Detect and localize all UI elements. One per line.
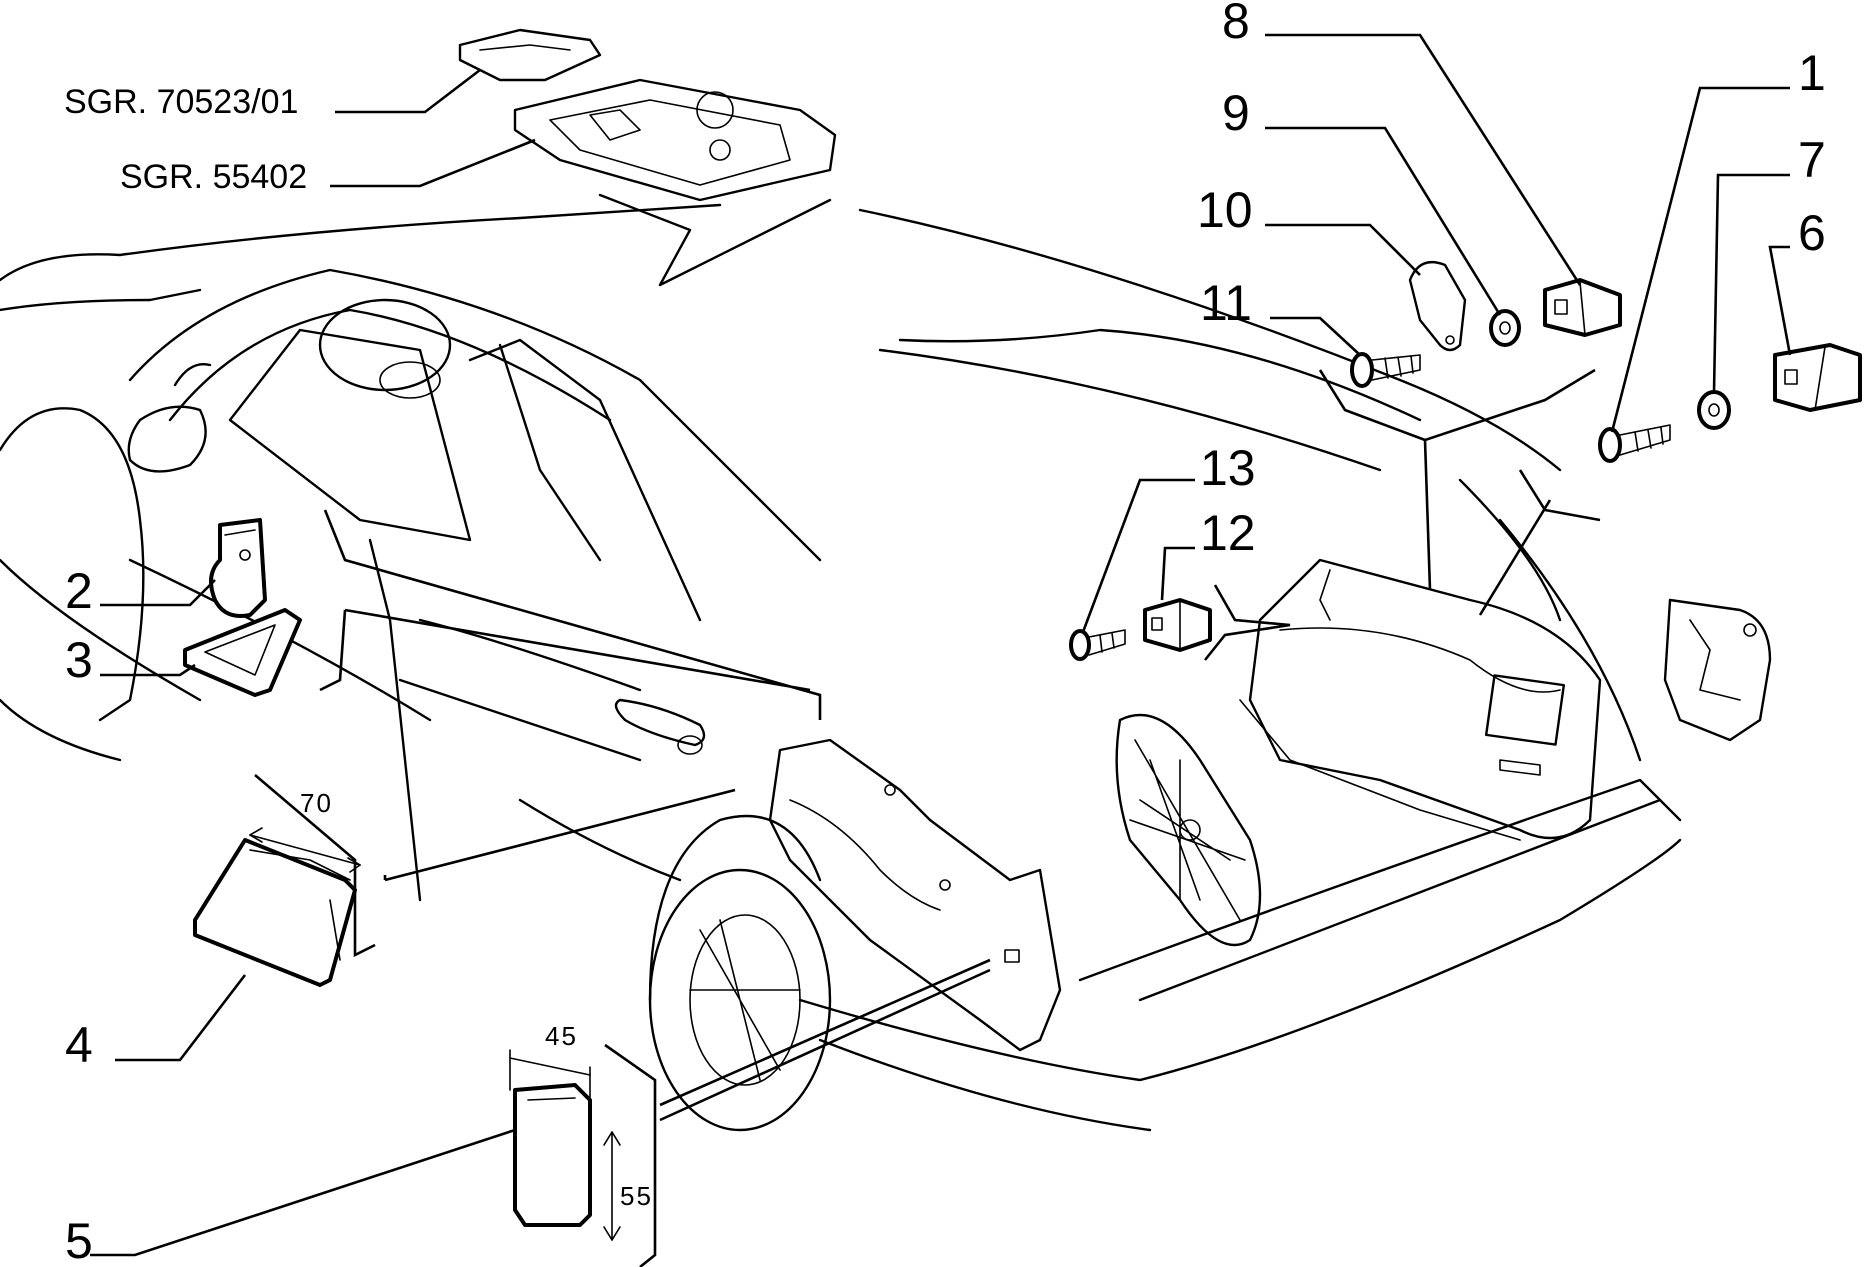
part-2-bracket (209, 518, 267, 618)
dimension-45-label: 45 (545, 1021, 578, 1051)
callout-13: 13 (1200, 440, 1256, 496)
part-11-screw (1350, 352, 1421, 388)
part-7-washer (1697, 390, 1731, 430)
trim-bracket (1663, 598, 1772, 742)
callout-8: 8 (1222, 0, 1250, 49)
dimension-45: 45 (509, 1021, 591, 1101)
callout-7: 7 (1798, 132, 1826, 188)
part-9-washer (1489, 309, 1521, 347)
part-12-clip (1143, 598, 1212, 652)
part-10-hook (1408, 260, 1467, 352)
callout-10: 10 (1197, 182, 1253, 238)
ref-lower-group: SGR. 55402 (120, 158, 307, 196)
spare-wheel-panel (1115, 713, 1262, 947)
interior-lamp-lens (458, 28, 602, 82)
callout-1: 1 (1798, 45, 1826, 101)
callout-6: 6 (1798, 205, 1826, 261)
callout-12: 12 (1200, 505, 1256, 561)
part-13-screw (1069, 629, 1126, 661)
callout-5: 5 (65, 1213, 93, 1267)
lamp-pointer (598, 193, 832, 287)
part-4-access-cover (193, 838, 357, 987)
dimension-55: 55 (603, 1131, 653, 1241)
boot-side-trim-panel (1239, 558, 1602, 841)
dimension-70: 70 (249, 788, 361, 873)
part-5-access-cover (513, 1083, 592, 1227)
callout-3: 3 (65, 632, 93, 688)
part-8-clip (1543, 278, 1622, 337)
dimension-70-label: 70 (300, 788, 333, 818)
leader-lines (90, 33, 1792, 1267)
callout-2: 2 (65, 563, 93, 619)
callout-9: 9 (1222, 85, 1250, 141)
car-body-outline (0, 203, 1682, 1132)
dimension-55-label: 55 (620, 1181, 653, 1211)
rear-quarter-trim-panel (768, 738, 1062, 1052)
ref-upper-group: SGR. 70523/01 (64, 83, 298, 121)
interior-lamp-housing (513, 78, 837, 202)
part-6-clip (1773, 343, 1862, 412)
callout-4: 4 (65, 1017, 93, 1073)
part-3-triangular-seal (183, 608, 302, 697)
part-1-screw (1598, 424, 1671, 463)
callout-11: 11 (1200, 275, 1252, 331)
